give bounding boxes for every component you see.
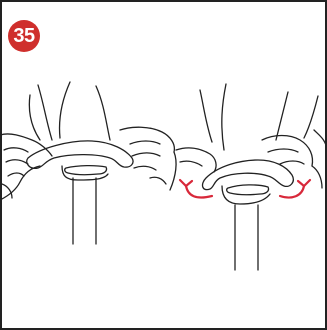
left-assembly bbox=[0, 82, 176, 244]
right-hand-finger-1 bbox=[268, 149, 298, 152]
left-clip-slot bbox=[65, 166, 107, 175]
right-rotation-arrow bbox=[280, 186, 304, 198]
mid-hand-finger-4 bbox=[150, 177, 166, 184]
left-hand-finger-3 bbox=[8, 173, 24, 176]
right-rotation-arrowhead bbox=[298, 180, 310, 186]
left-rotation-arrowhead bbox=[180, 180, 192, 186]
left-side-hand bbox=[176, 148, 216, 172]
mid-hand-finger-1 bbox=[130, 141, 160, 144]
left-clip-body bbox=[27, 141, 133, 168]
mid-hand-upper bbox=[120, 127, 174, 152]
left-hand-lower bbox=[0, 166, 40, 200]
left-arm-4 bbox=[96, 86, 110, 140]
right-hand-finger-2 bbox=[280, 161, 304, 164]
left-arm-3 bbox=[59, 82, 70, 138]
right-arm-3 bbox=[276, 92, 288, 140]
mid-hand-edge bbox=[170, 152, 176, 190]
right-assembly bbox=[176, 84, 327, 270]
left-hand-finger-1 bbox=[4, 148, 28, 152]
left-side-finger bbox=[180, 161, 202, 166]
left-arm-1 bbox=[29, 95, 40, 140]
right-hand-edge bbox=[312, 166, 322, 188]
mid-hand-finger-2 bbox=[132, 153, 160, 156]
right-arm-1 bbox=[200, 90, 212, 142]
left-arm-2 bbox=[38, 85, 52, 140]
step-number-badge: 35 bbox=[8, 20, 40, 52]
right-arm-2 bbox=[222, 84, 226, 150]
right-clip-slot bbox=[227, 185, 269, 195]
mid-hand-finger-3 bbox=[134, 166, 156, 170]
left-hand-finger-2 bbox=[6, 160, 28, 164]
